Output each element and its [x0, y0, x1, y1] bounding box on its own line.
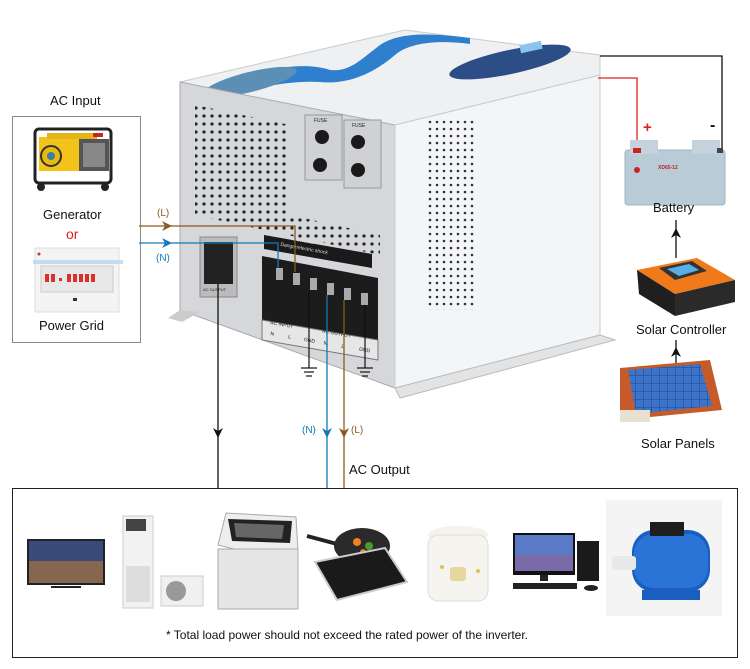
- ac-input-line-label: (L): [157, 208, 170, 219]
- power-grid-label: Power Grid: [39, 318, 105, 333]
- fuse-label-output: FUSE: [352, 123, 366, 129]
- terminal-header: L: [340, 343, 345, 350]
- generator-label: Generator: [43, 207, 102, 222]
- socket-output-arrow: [213, 428, 223, 438]
- terminal-header: GND: [358, 346, 371, 355]
- battery-positive-wire: [598, 77, 638, 150]
- battery-negative-wire: [600, 55, 723, 150]
- fuse-label-input: FUSE: [314, 118, 328, 124]
- ac-input-neutral-label: (N): [156, 253, 170, 264]
- panels-to-controller-arrow: [671, 347, 681, 357]
- terminal-header: L: [287, 334, 292, 341]
- battery-positive-label: +: [643, 119, 652, 136]
- side-vent: [425, 120, 477, 310]
- ac-output-note: * Total load power should not exceed the…: [166, 628, 529, 642]
- ac-output-neutral-arrow: [322, 428, 332, 438]
- ground-symbol-input: [301, 367, 317, 377]
- terminal-header: GND: [303, 336, 316, 345]
- terminal-headers: N L GND N L GND: [263, 330, 375, 359]
- terminal-header: N: [323, 340, 328, 347]
- ac-input-line-wire: [139, 225, 296, 272]
- or-label: or: [66, 226, 79, 242]
- ground-symbol-output: [357, 367, 373, 377]
- battery-negative-label: -: [710, 117, 716, 134]
- ac-input-line-arrow: [162, 221, 172, 231]
- ac-output-neutral-label: (N): [302, 425, 316, 436]
- battery-label: Battery: [653, 200, 695, 215]
- ac-input-neutral-arrow: [162, 238, 172, 248]
- socket-label: AC OUTPUT: [203, 287, 227, 292]
- ac-output-title: AC Output: [349, 462, 410, 477]
- ac-input-title: AC Input: [50, 93, 101, 108]
- terminal-ac-output-label: AC OUTPUT: [321, 328, 352, 340]
- controller-to-battery-arrow: [671, 228, 681, 238]
- solar-panels-label: Solar Panels: [641, 436, 715, 451]
- ac-output-line-label: (L): [351, 425, 364, 436]
- ac-output-line-arrow: [339, 428, 349, 438]
- terminal-header: N: [269, 331, 275, 338]
- solar-controller-label: Solar Controller: [636, 322, 727, 337]
- battery-model: XD65-12: [658, 165, 678, 171]
- terminal-ac-input-label: AC INPUT: [269, 320, 294, 330]
